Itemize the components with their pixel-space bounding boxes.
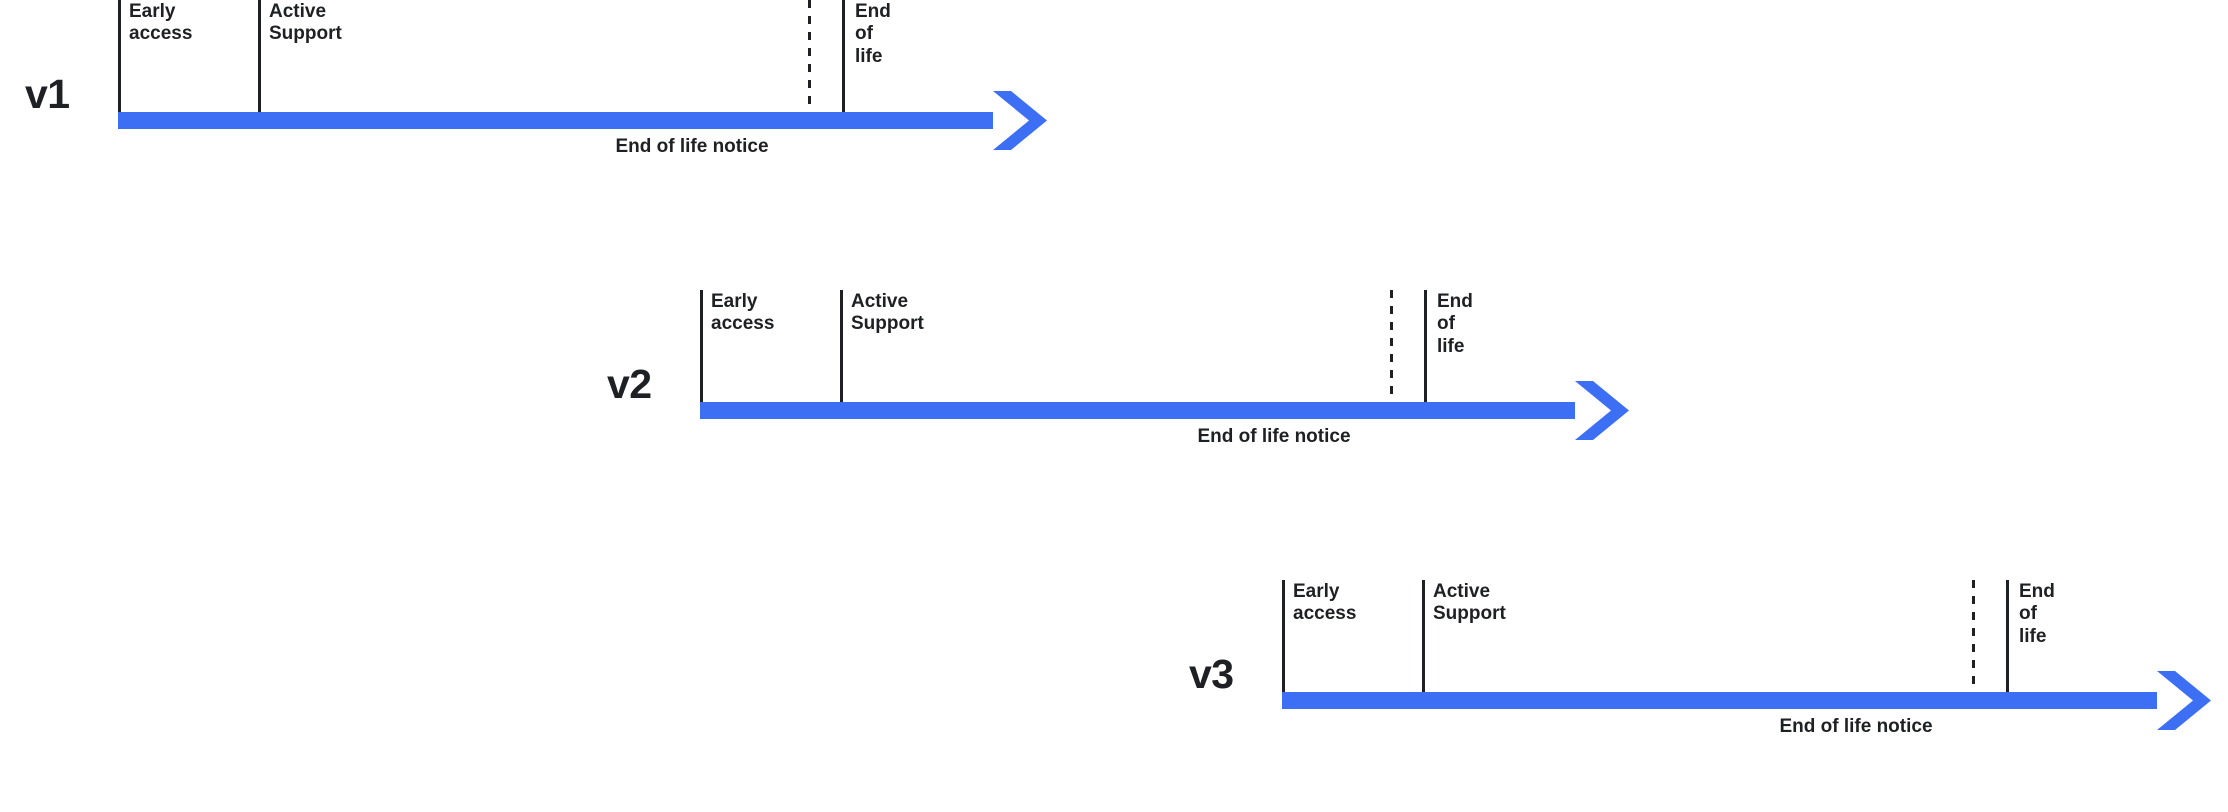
- phase-label-v1-3: End of life: [855, 1, 891, 67]
- arrow-right-icon-v2: [1575, 381, 1629, 440]
- lifecycle-bar-v1: [118, 112, 993, 129]
- version-label-v3: v3: [1189, 650, 1234, 697]
- phase-label-v1-0: Early access: [129, 1, 193, 45]
- version-label-v1: v1: [25, 70, 70, 117]
- phase-divider-v2-2: [1390, 290, 1393, 402]
- phase-label-v3-1: Active Support: [1433, 581, 1506, 625]
- arrow-right-icon-v1: [993, 91, 1047, 150]
- end-of-life-notice-label-v1: End of life notice: [615, 136, 769, 157]
- phase-label-v1-1: Active Support: [269, 1, 342, 45]
- phase-divider-v1-0: [118, 0, 121, 112]
- version-label-v2: v2: [607, 360, 652, 407]
- lifecycle-bar-v3: [1282, 692, 2157, 709]
- phase-label-v2-0: Early access: [711, 291, 775, 335]
- lifecycle-bar-v2: [700, 402, 1575, 419]
- arrow-right-icon-v3: [2157, 671, 2211, 730]
- end-of-life-notice-label-v3: End of life notice: [1779, 716, 1933, 737]
- phase-divider-v1-2: [808, 0, 811, 112]
- phase-divider-v3-1: [1422, 580, 1425, 692]
- phase-label-v3-0: Early access: [1293, 581, 1357, 625]
- phase-divider-v1-1: [258, 0, 261, 112]
- phase-divider-v3-2: [1972, 580, 1975, 692]
- phase-divider-v1-3: [842, 0, 845, 112]
- phase-divider-v2-3: [1424, 290, 1427, 402]
- phase-divider-v2-1: [840, 290, 843, 402]
- end-of-life-notice-label-v2: End of life notice: [1197, 426, 1351, 447]
- phase-label-v2-1: Active Support: [851, 291, 924, 335]
- phase-divider-v3-3: [2006, 580, 2009, 692]
- phase-label-v3-3: End of life: [2019, 581, 2055, 647]
- phase-divider-v3-0: [1282, 580, 1285, 692]
- phase-label-v2-3: End of life: [1437, 291, 1473, 357]
- phase-divider-v2-0: [700, 290, 703, 402]
